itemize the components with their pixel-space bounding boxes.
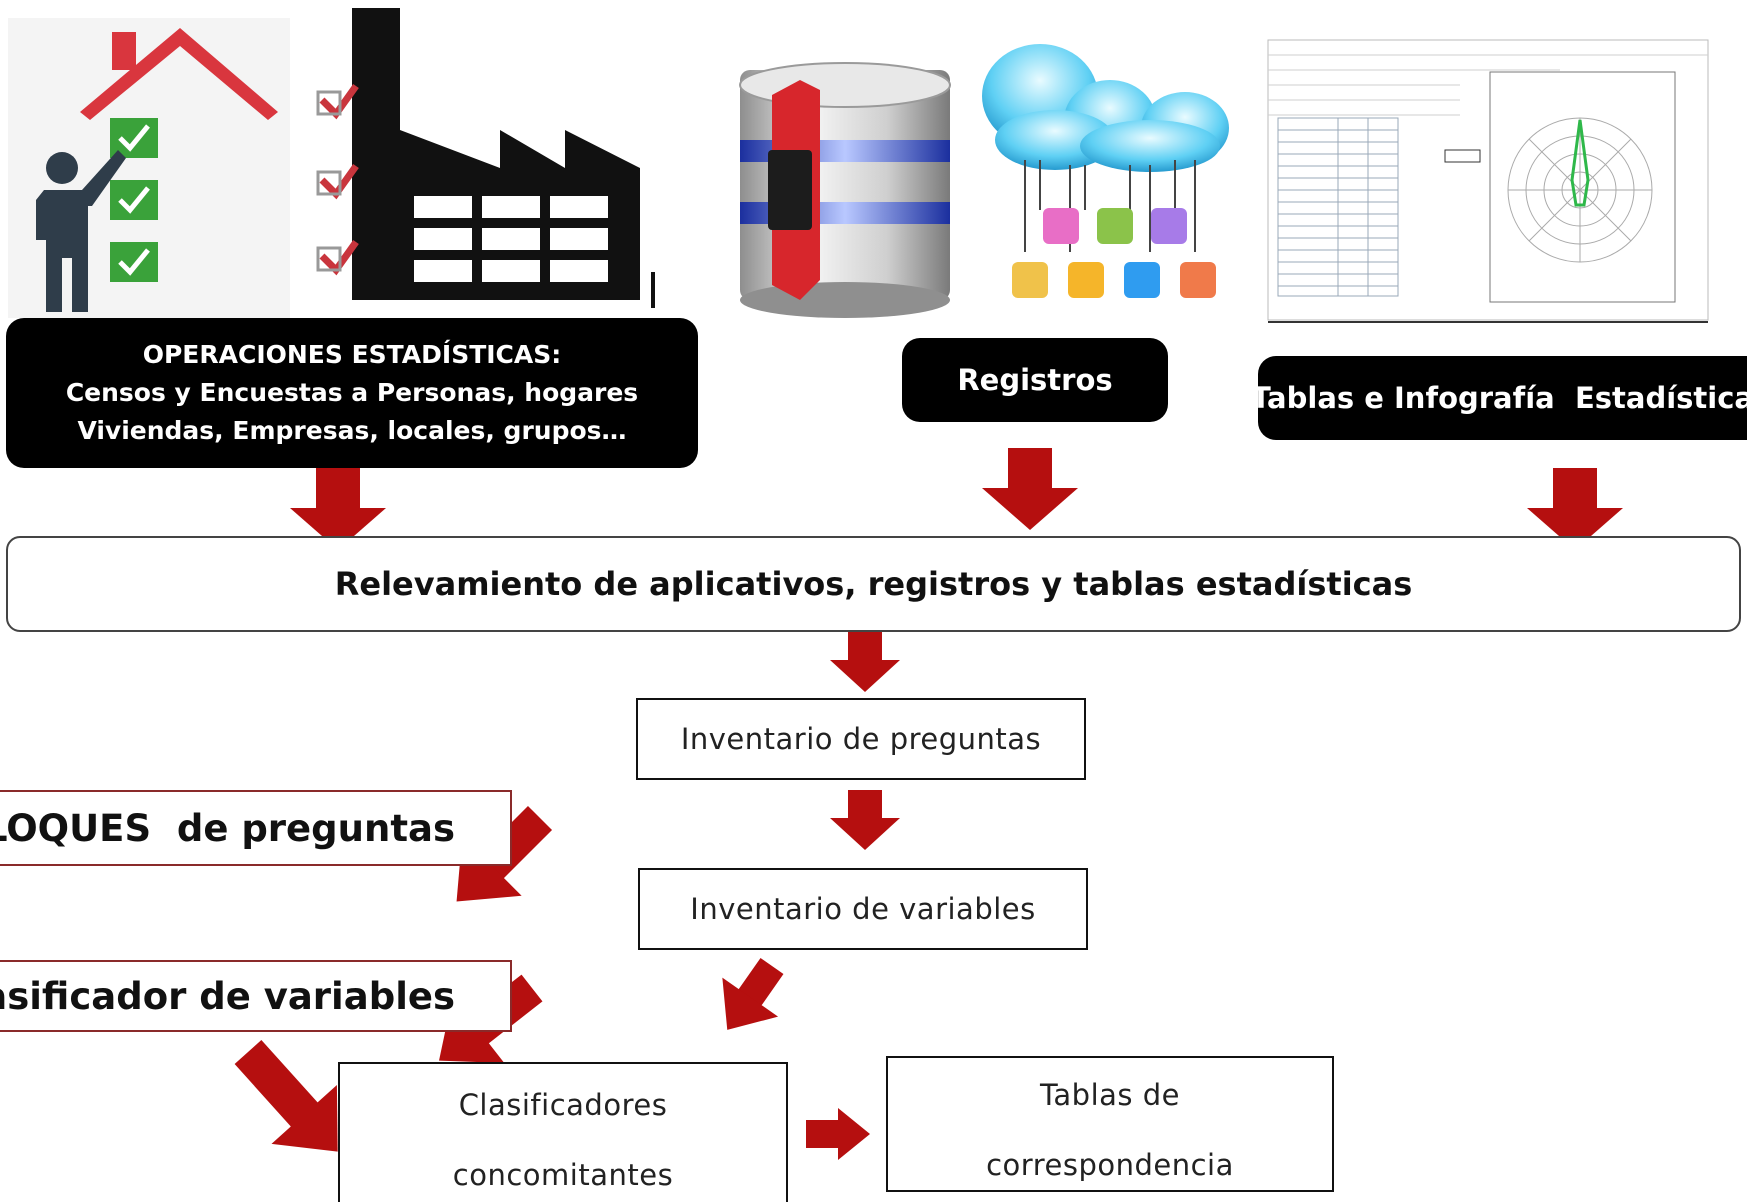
spreadsheet-radar-chart-icon	[1267, 39, 1709, 323]
tablas-infografia-box: Tablas e Infografía Estadística	[1251, 356, 1747, 440]
operaciones-line2: Viviendas, Empresas, locales, grupos…	[77, 416, 627, 445]
inventario-variables-label: Inventario de variables	[690, 892, 1036, 926]
operaciones-box: OPERACIONES ESTADÍSTICAS: Censos y Encue…	[6, 318, 698, 468]
arrow-to-tablas-correspondencia	[806, 1108, 870, 1160]
factory-icon	[300, 8, 655, 310]
inventario-variables-box: Inventario de variables	[638, 868, 1088, 950]
relevamiento-label: Relevamiento de aplicativos, registros y…	[334, 565, 1413, 603]
tablas-line1: Tablas de	[1040, 1078, 1180, 1112]
inventario-preguntas-label: Inventario de preguntas	[680, 722, 1042, 756]
clasificadores-line2: concomitantes	[452, 1158, 674, 1192]
clasificador-variables-label: lasificador de variables	[0, 974, 455, 1018]
bloques-label: LOQUES de preguntas	[0, 806, 455, 850]
clasificador-variables-box: lasificador de variables	[0, 960, 512, 1032]
tablas-line2: correspondencia	[986, 1148, 1234, 1182]
registros-box: Registros	[902, 338, 1168, 422]
relevamiento-box: Relevamiento de aplicativos, registros y…	[6, 536, 1741, 632]
operaciones-line1: Censos y Encuestas a Personas, hogares	[65, 378, 639, 407]
arrow-down-registros	[982, 448, 1078, 530]
arrow-down-to-inventario-variables	[830, 790, 900, 850]
tablas-infografia-label: Tablas e Infografía Estadística	[1251, 381, 1747, 415]
operaciones-title: OPERACIONES ESTADÍSTICAS:	[142, 340, 562, 369]
tablas-correspondencia-box: Tablas de correspondencia	[886, 1056, 1334, 1192]
house-checklist-icon	[8, 18, 290, 318]
arrow-to-clasificadores-concomitantes	[234, 1039, 338, 1152]
clasificadores-line1: Clasificadores	[458, 1088, 668, 1122]
inventario-preguntas-box: Inventario de preguntas	[636, 698, 1086, 780]
arrow-down-to-inventario-preguntas	[830, 632, 900, 692]
bloques-box: LOQUES de preguntas	[0, 790, 512, 866]
cloud-apps-icon	[982, 44, 1229, 298]
clasificadores-concomitantes-box: Clasificadores concomitantes	[338, 1062, 788, 1202]
arrow-diagonal-small	[722, 957, 784, 1030]
database-icon	[739, 62, 951, 318]
registros-label: Registros	[957, 363, 1113, 397]
